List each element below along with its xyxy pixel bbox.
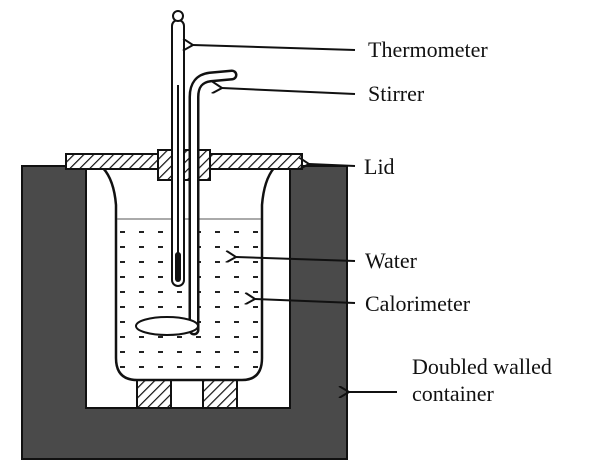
label-container-line2: container xyxy=(412,381,495,406)
support-block-left xyxy=(136,377,172,409)
label-calorimeter: Calorimeter xyxy=(365,291,471,316)
calorimeter-arrow xyxy=(255,299,356,303)
thermometer-bulb xyxy=(175,252,181,282)
label-water: Water xyxy=(365,248,418,273)
water-arrow xyxy=(236,257,356,261)
thermometer-arrow xyxy=(193,45,356,50)
thermometer xyxy=(171,10,185,287)
stirrer xyxy=(135,69,238,336)
support-block-right xyxy=(202,377,238,409)
stirrer-arrow xyxy=(222,88,356,95)
lid-arrow xyxy=(309,164,356,166)
label-thermometer: Thermometer xyxy=(368,37,488,62)
label-lid: Lid xyxy=(364,154,395,179)
label-stirrer: Stirrer xyxy=(368,81,425,106)
stirrer-ring xyxy=(135,316,199,336)
thermometer-top-ring xyxy=(172,10,184,22)
label-container-line1: Doubled walled xyxy=(412,354,552,379)
